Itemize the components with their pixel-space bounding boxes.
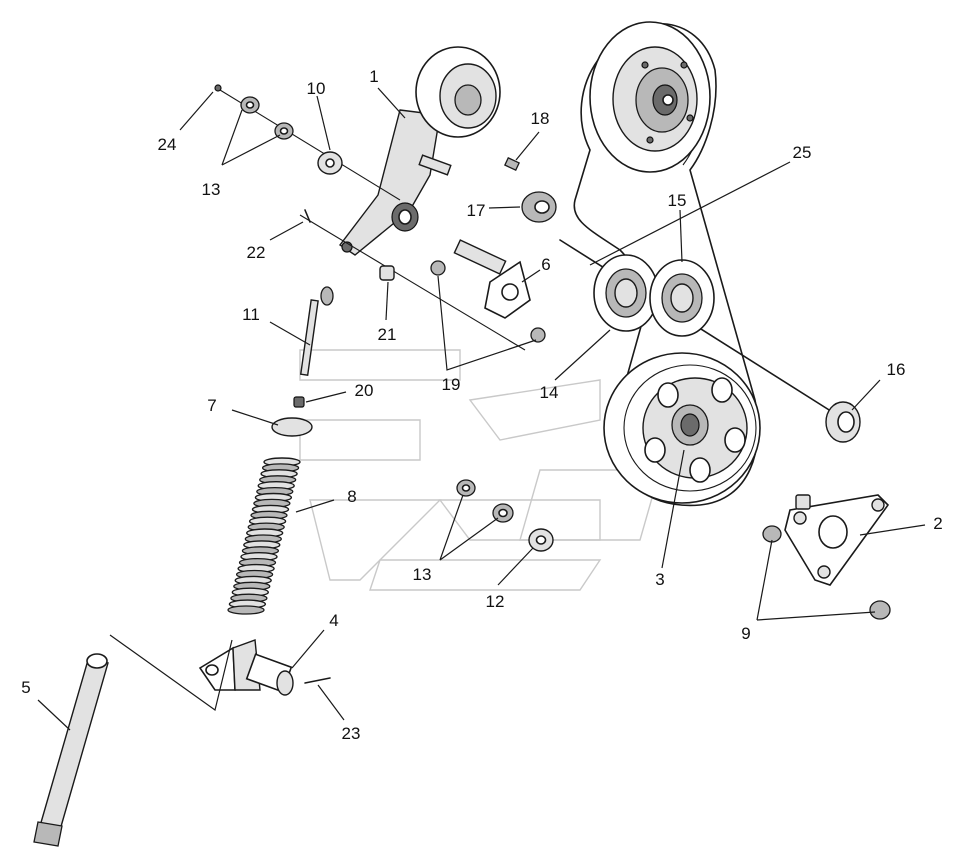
label-6: 6 <box>541 255 550 274</box>
label-9: 9 <box>741 624 750 643</box>
label-24: 24 <box>158 135 177 154</box>
label-20: 20 <box>355 381 374 400</box>
bearing-17 <box>521 191 557 223</box>
nut-13-upper-a <box>240 96 260 114</box>
bushing-20 <box>293 396 305 408</box>
label-11: 11 <box>242 305 260 324</box>
bracket-6 <box>453 239 531 319</box>
label-19: 19 <box>442 375 461 394</box>
pin-23 <box>304 677 331 684</box>
washer-7 <box>271 417 313 437</box>
nut-13-lower-b <box>492 503 514 523</box>
pin-24 <box>214 84 222 92</box>
label-5: 5 <box>21 678 30 697</box>
washer-12 <box>528 528 554 552</box>
label-14: 14 <box>540 383 559 402</box>
nut-9-b <box>869 600 891 620</box>
label-16: 16 <box>887 360 906 379</box>
tube-5 <box>33 653 109 847</box>
label-21: 21 <box>378 325 397 344</box>
bracket-4 <box>198 639 294 696</box>
label-22: 22 <box>247 243 266 262</box>
label-13-lower: 13 <box>413 565 432 584</box>
label-3: 3 <box>655 570 664 589</box>
part-labels: 1 2 3 4 5 6 7 8 9 10 11 12 13 13 14 15 1… <box>21 67 942 743</box>
idler-pulley-14 <box>593 254 659 332</box>
label-2: 2 <box>933 514 942 533</box>
nut-9-a <box>762 525 782 543</box>
label-12: 12 <box>486 592 505 611</box>
bolt-18 <box>504 156 520 172</box>
cotter-22 <box>304 209 311 223</box>
upper-pulley <box>589 21 711 173</box>
label-18: 18 <box>531 109 550 128</box>
nut-19-a <box>430 260 446 276</box>
label-4: 4 <box>329 611 338 630</box>
idler-pulley-15 <box>649 259 715 337</box>
plate-2 <box>784 494 890 586</box>
label-25: 25 <box>793 143 812 162</box>
spring-8 <box>227 457 301 615</box>
spring-coil <box>227 605 265 615</box>
rod-11 <box>299 286 334 376</box>
washer-10 <box>317 151 343 175</box>
label-10: 10 <box>307 79 326 98</box>
label-1: 1 <box>369 67 378 86</box>
bearing-16 <box>825 401 861 443</box>
label-23: 23 <box>342 724 361 743</box>
label-15: 15 <box>668 191 687 210</box>
label-17: 17 <box>467 201 486 220</box>
nut-19-b <box>530 327 546 343</box>
label-7: 7 <box>207 396 216 415</box>
label-8: 8 <box>347 487 356 506</box>
tensioner-arm <box>338 46 501 256</box>
lower-pulley <box>603 352 761 504</box>
nut-13-lower-a <box>456 479 476 497</box>
label-13-upper: 13 <box>202 180 221 199</box>
pin-21 <box>379 265 395 281</box>
leader-lines <box>37 87 926 731</box>
